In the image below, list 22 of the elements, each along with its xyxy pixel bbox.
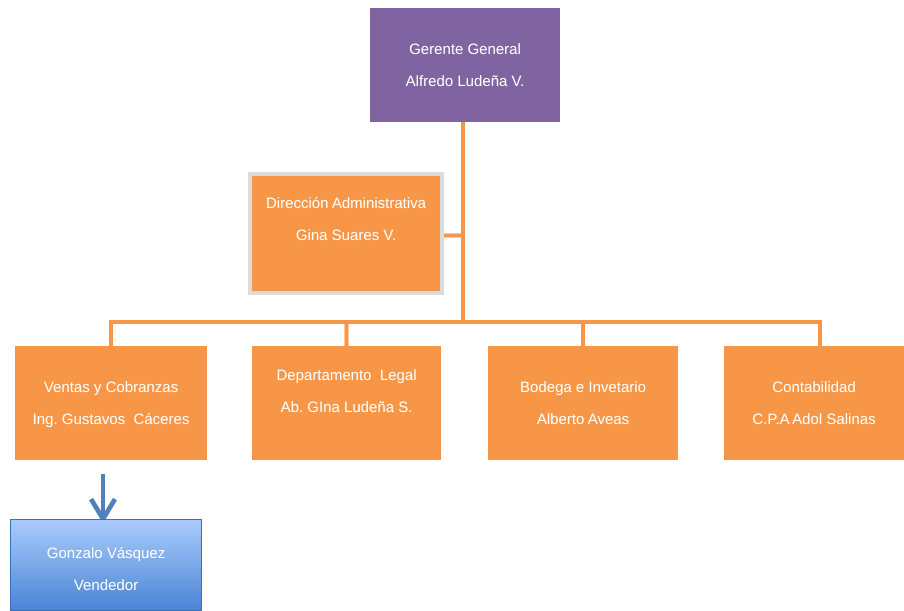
- name-text: Alfredo Ludeña V.: [406, 72, 524, 92]
- org-box: [488, 346, 678, 460]
- role-text: Departamento Legal: [276, 366, 417, 386]
- role-text: Dirección Administrativa: [266, 194, 426, 214]
- role-text: Ventas y Cobranzas: [44, 378, 178, 398]
- name-text: Ing. Gustavos Cáceres: [32, 410, 190, 430]
- org-box: [724, 346, 904, 460]
- org-box: [248, 172, 444, 295]
- name-text: C.P.A Adol Salinas: [752, 410, 876, 430]
- role-text: Gonzalo Vásquez: [46, 544, 166, 564]
- arrow: [88, 474, 118, 522]
- org-box: [370, 8, 560, 122]
- org-box: [252, 346, 441, 460]
- role-text: Contabilidad: [772, 378, 856, 398]
- org-box: [15, 346, 207, 460]
- name-text: Vendedor: [74, 576, 138, 596]
- name-text: Gina Suares V.: [296, 226, 396, 246]
- role-text: Gerente General: [409, 40, 521, 60]
- name-text: Alberto Aveas: [536, 410, 630, 430]
- role-text: Bodega e Invetario: [520, 378, 646, 398]
- name-text: Ab. GIna Ludeña S.: [280, 398, 412, 418]
- org-box: [10, 519, 202, 611]
